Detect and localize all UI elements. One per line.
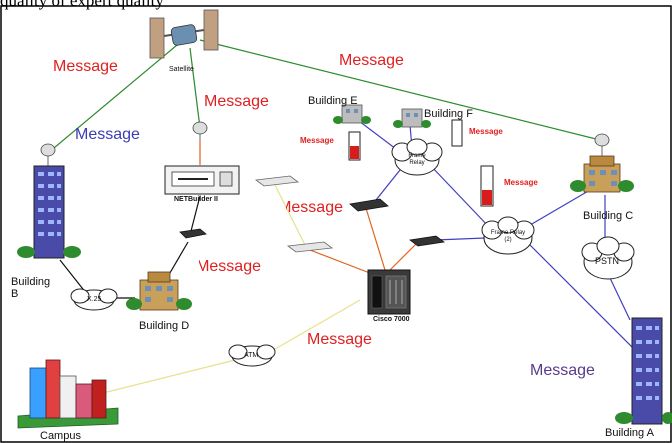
message-label: Message [504, 178, 538, 187]
cloud-frame-relay-2-label: Frame Relay (2) [490, 230, 526, 243]
building-c-icon [570, 155, 634, 193]
message-label: Message [307, 331, 372, 348]
hub-device [254, 175, 334, 253]
link-satellite-building-c [199, 39, 601, 141]
building-e-icon [333, 104, 371, 124]
cloud-atm-label: ATM [244, 352, 259, 359]
building-c-label: Building C [583, 210, 634, 222]
cisco-label: Cisco 7000 [373, 316, 410, 323]
message-label: Message [300, 136, 334, 145]
campus-label: Campus [40, 430, 81, 442]
message-label: Message [53, 58, 118, 75]
link-cisco-atm [269, 299, 361, 353]
link-frame-relay-frame-relay-2 [429, 164, 491, 229]
cloud-frame-relay-label: Frame Relay [408, 153, 426, 166]
building-b-label: Building B [11, 276, 51, 300]
modem-device [179, 198, 446, 247]
building-e-label: Building E [308, 95, 358, 107]
satellite-label: Satellite [169, 66, 194, 73]
link-pstn-building-a [609, 277, 631, 321]
page-caption: quality of expert quality [0, 0, 164, 10]
message-label: Message [339, 52, 404, 69]
message-label: Message [286, 199, 343, 216]
message-level-indicator [348, 131, 361, 161]
link-frame-relay-2-building-c [524, 189, 591, 229]
link-atm-campus [94, 359, 236, 396]
netbuilder-device [164, 165, 240, 195]
link-building-e-frame-relay [354, 117, 401, 153]
message-label: Message [530, 362, 595, 379]
building-d-label: Building D [139, 320, 190, 332]
cloud-pstn [581, 236, 635, 280]
campus-icon [17, 359, 119, 429]
link-satellite-building-b [47, 39, 184, 154]
link-hub-cisco [309, 249, 376, 276]
cloud-atm [228, 344, 276, 367]
message-level-indicator [480, 165, 494, 207]
link-cisco-modem [389, 241, 419, 271]
cloud-x25-label: X.25 [87, 296, 102, 303]
frame-border [0, 5, 672, 443]
cloud-pstn-label: PSTN [595, 256, 620, 266]
message-level-indicator [451, 119, 463, 147]
message-label: Message [75, 126, 140, 143]
building-f-icon [393, 108, 431, 128]
link-satellite-netbuilder [189, 47, 201, 129]
building-a-label: Building A [605, 427, 654, 439]
dish-icon [40, 121, 610, 166]
netbuilder-label: NETBuilder II [174, 196, 218, 203]
link-router-cisco [364, 204, 386, 271]
building-f-label: Building F [424, 108, 473, 120]
message-label: Message [204, 93, 269, 110]
cloud-frame-relay [391, 138, 443, 176]
satellite-icon [149, 9, 219, 59]
building-b-icon [17, 165, 81, 259]
cisco-router [367, 269, 411, 315]
link-modem-frame-relay-2 [434, 237, 486, 241]
link-frame-relay-2-building-a [529, 244, 641, 356]
building-d-icon [126, 271, 192, 311]
building-a-icon [615, 317, 672, 425]
message-label: Message [469, 127, 503, 136]
link-netbuilder-modem [189, 195, 201, 236]
message-label: Message [199, 258, 261, 275]
cloud-frame-relay-2 [481, 216, 535, 255]
cloud-x25 [70, 288, 118, 311]
cloud-shapes [70, 138, 635, 367]
link-hub-hub [274, 184, 306, 246]
